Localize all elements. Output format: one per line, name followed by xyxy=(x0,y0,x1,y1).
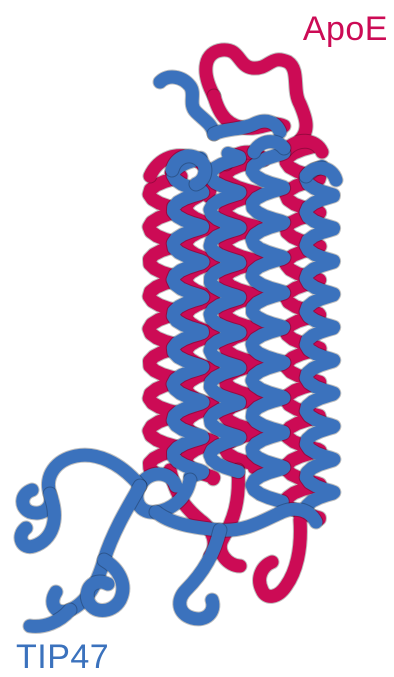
apoe-label: ApoE xyxy=(303,12,388,46)
apoe-bottom-right xyxy=(260,520,301,596)
apoe-bottom-mid xyxy=(220,470,240,566)
tip47-label: TIP47 xyxy=(16,640,109,674)
tip47-strand-4 xyxy=(180,530,220,619)
